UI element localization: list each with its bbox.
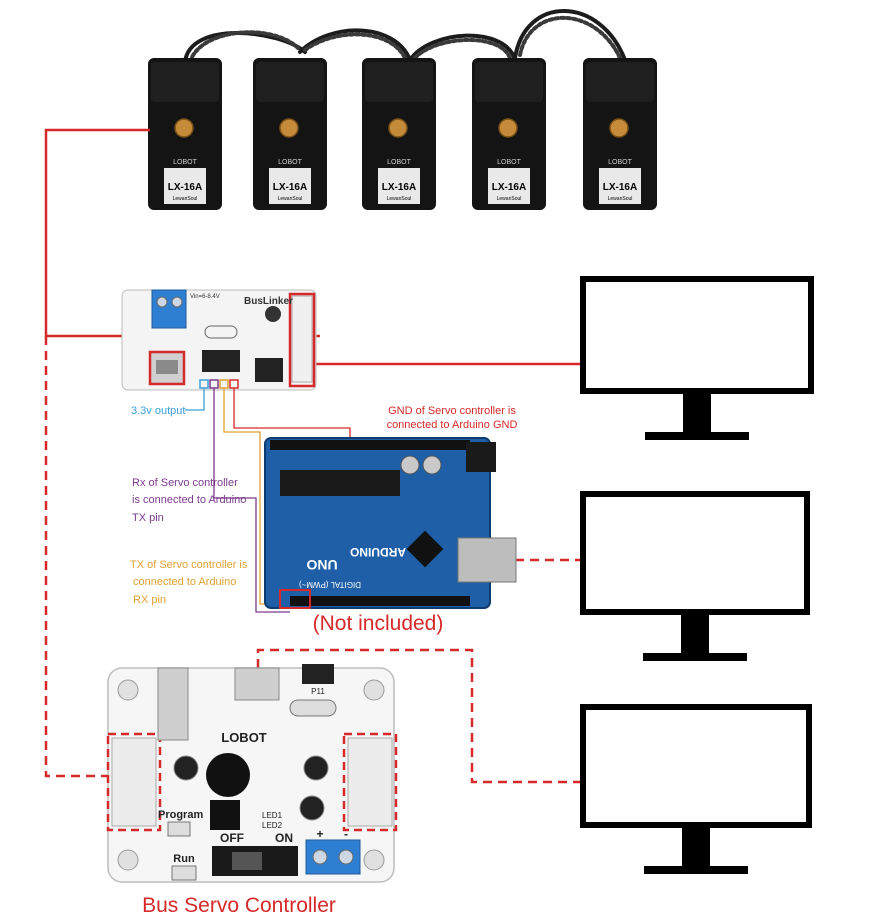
- servo-2: LOBOT LX-16A LewanSoul: [253, 58, 327, 210]
- debug-board-power-label: Vin=6-8.4V: [190, 294, 220, 300]
- servo-1: LOBOT LX-16A LewanSoul: [148, 58, 222, 210]
- servo-horn-icon: [388, 118, 408, 138]
- servo-maker: LewanSoul: [608, 196, 633, 202]
- arduino-model: UNO: [306, 557, 337, 573]
- tx-annotation: TX of Servo controller is connected to A…: [130, 559, 248, 606]
- servo-4: LOBOT LX-16A LewanSoul: [472, 58, 546, 210]
- monitor-1-icon: [580, 276, 814, 440]
- svg-text:Rx of Servo controller: Rx of Servo controller: [132, 477, 238, 489]
- monitor-2-icon: [580, 491, 810, 661]
- servo-3: LOBOT LX-16A LewanSoul: [362, 58, 436, 210]
- on-label: ON: [275, 831, 293, 845]
- servo-brand: LOBOT: [497, 159, 521, 166]
- servo-brand: LOBOT: [173, 159, 197, 166]
- run-label: Run: [173, 853, 195, 865]
- servo-5: LOBOT LX-16A LewanSoul: [583, 58, 657, 210]
- controller-usb-port: [234, 667, 280, 701]
- servo-brand: LOBOT: [387, 159, 411, 166]
- gnd-annotation: GND of Servo controller is connected to …: [387, 405, 518, 431]
- arduino-digital-label: DIGITAL (PWM~): [299, 580, 361, 589]
- output-label: 3.3v output: [131, 405, 185, 417]
- run-button: [171, 865, 197, 881]
- servo-horn-icon: [174, 118, 194, 138]
- servo-cables: [183, 9, 627, 64]
- servo-maker: LewanSoul: [497, 196, 522, 202]
- servo-maker: LewanSoul: [173, 196, 198, 202]
- svg-text:connected to Arduino: connected to Arduino: [133, 576, 236, 588]
- servo-model: LX-16A: [168, 182, 202, 193]
- program-button: [167, 821, 191, 837]
- debug-board: BusLinker Vin=6-8.4V: [121, 289, 317, 391]
- servo-horn-icon: [498, 118, 518, 138]
- servo-model: LX-16A: [382, 182, 416, 193]
- svg-text:RX pin: RX pin: [133, 594, 166, 606]
- controller-logo: LOBOT: [221, 730, 267, 745]
- debug-board-title: BusLinker: [244, 296, 293, 307]
- arduino-usb-port: [457, 537, 517, 583]
- minus-label: -: [344, 827, 348, 841]
- arduino-board: ARDUINO UNO DIGITAL (PWM~): [264, 437, 517, 609]
- right-servo-ports: [347, 737, 393, 827]
- servo-maker: LewanSoul: [278, 196, 303, 202]
- not-included-label: (Not included): [313, 612, 444, 635]
- servo-model: LX-16A: [603, 182, 637, 193]
- servo-horn-icon: [609, 118, 629, 138]
- svg-text:TX pin: TX pin: [132, 512, 164, 524]
- controller-caption: Bus Servo Controller: [142, 894, 336, 917]
- monitors: [580, 276, 814, 874]
- servo-row: LOBOT LX-16A LewanSoul LOBOT LX-16A LewanSoul…: [148, 58, 657, 210]
- controller-usb-to-monitor-wire: [256, 648, 580, 784]
- led2-label: LED2: [262, 821, 283, 830]
- monitor-3-icon: [580, 704, 812, 874]
- servo-controller-board: P11 LOBOT Program LED1 LED2 OFF ON Run +…: [106, 664, 398, 883]
- controller-pin-label: P11: [311, 687, 325, 696]
- servo-model: LX-16A: [273, 182, 307, 193]
- buzzer: [206, 753, 250, 797]
- arduino-brand: ARDUINO: [350, 545, 406, 559]
- plus-label: +: [316, 827, 323, 841]
- svg-text:TX of Servo controller is: TX of Servo controller is: [130, 559, 248, 571]
- svg-text:GND of Servo controller is: GND of Servo controller is: [388, 405, 516, 417]
- dashed-wires: [44, 336, 580, 784]
- power-terminal: [151, 289, 187, 329]
- off-label: OFF: [220, 831, 244, 845]
- svg-text:is connected to Arduino: is connected to Arduino: [132, 494, 246, 506]
- program-label: Program: [158, 809, 203, 821]
- servo-horn-icon: [279, 118, 299, 138]
- servo-to-controller-wire: [44, 336, 112, 778]
- arduino-power-jack: [466, 442, 496, 472]
- servo-brand: LOBOT: [608, 159, 632, 166]
- servo-brand: LOBOT: [278, 159, 302, 166]
- header-pins: [291, 295, 313, 383]
- rx-annotation: Rx of Servo controller is connected to A…: [132, 477, 246, 524]
- led1-label: LED1: [262, 811, 283, 820]
- left-servo-ports: [111, 737, 157, 827]
- servo-maker: LewanSoul: [387, 196, 412, 202]
- servo-model: LX-16A: [492, 182, 526, 193]
- svg-text:connected to Arduino GND: connected to Arduino GND: [387, 419, 518, 431]
